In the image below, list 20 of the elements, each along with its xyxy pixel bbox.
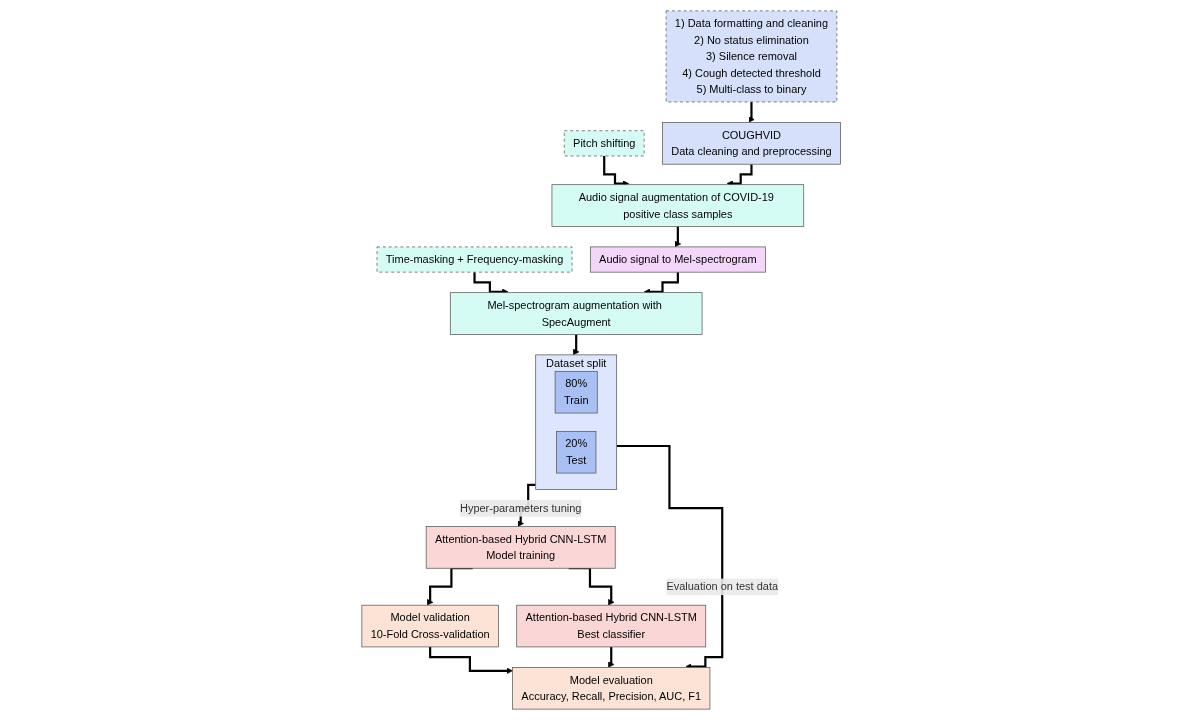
node-box: Model evaluation Accuracy, Recall, Precision, AUC, F1 — [512, 667, 711, 710]
node-box: Audio signal to Mel-spectrogram — [589, 246, 766, 273]
arrow — [748, 100, 755, 123]
edge-label: Evaluation on test data — [666, 579, 778, 593]
node-box: COUGHVID Data cleaning and preprocessing — [661, 122, 841, 165]
arrow — [572, 333, 580, 356]
node-box: Pitch shifting — [563, 130, 645, 157]
edge-label: Hyper-parameters tuning — [459, 501, 582, 514]
arrow — [674, 225, 681, 248]
node-box: Attention-based Hybrid CNN-LSTM Best classifier — [516, 604, 706, 648]
node-box: 1) Data formatting and cleaning 2) No status elimination 3) Silence removal 4) Cough detected threshold 5) Multi-class to binary — [665, 10, 838, 103]
node-box: Attention-based Hybrid CNN-LSTM Model training — [425, 526, 616, 569]
node-box: 20% Test — [555, 431, 597, 474]
node-box: 80% Train — [554, 370, 598, 414]
node-box: Mel-spectrogram augmentation with SpecAugment — [449, 292, 703, 335]
node-box: Time-masking + Frequency-masking — [376, 246, 573, 273]
arrow — [607, 645, 615, 668]
node-box: Audio signal augmentation of COVID-19 positive class samples — [551, 184, 804, 227]
node-box: Model validation 10-Fold Cross-validation — [361, 604, 499, 648]
arrow — [428, 645, 513, 675]
